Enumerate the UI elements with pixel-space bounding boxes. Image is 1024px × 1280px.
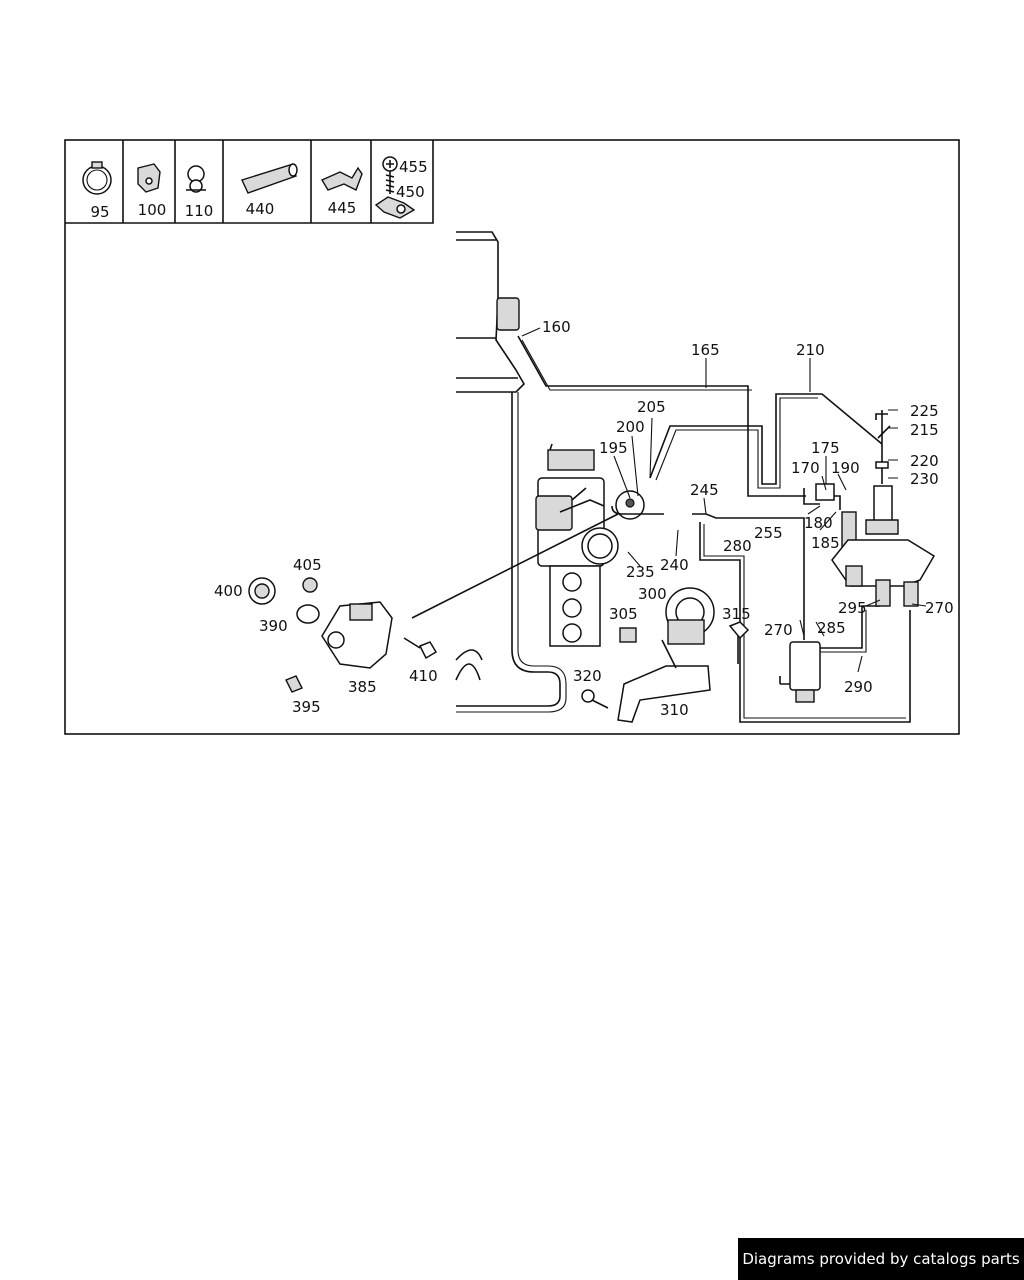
engine-block-outline (455, 649, 483, 681)
callout-280: 280 (723, 537, 752, 555)
callout-290: 290 (844, 678, 873, 696)
callout-180: 180 (804, 514, 833, 532)
clip-icon (186, 165, 206, 193)
callout-315: 315 (722, 605, 751, 623)
hose-clamp-icon (82, 161, 112, 195)
legend-label-110: 110 (185, 202, 214, 220)
vacuum-switch-valve (779, 641, 821, 703)
vacuum-control-unit (815, 413, 936, 607)
callout-165: 165 (691, 341, 720, 359)
diagram-frame (64, 139, 960, 735)
clip-395 (285, 675, 303, 693)
callout-405: 405 (293, 556, 322, 574)
callout-230: 230 (910, 470, 939, 488)
callout-255: 255 (754, 524, 783, 542)
callout-245: 245 (690, 481, 719, 499)
callout-190: 190 (831, 459, 860, 477)
sleeve-icon (241, 163, 298, 194)
callout-leaders (521, 327, 927, 673)
screw-icon (382, 156, 398, 194)
callout-195: 195 (599, 439, 628, 457)
callout-200: 200 (616, 418, 645, 436)
legend-label-440: 440 (246, 200, 275, 218)
callout-395: 395 (292, 698, 321, 716)
bracket-icon (137, 163, 161, 193)
legend-label-100: 100 (138, 201, 167, 219)
callout-270-right: 270 (925, 599, 954, 617)
callout-305: 305 (609, 605, 638, 623)
callout-320: 320 (573, 667, 602, 685)
small-parts-legend: 95 100 110 440 445 455 450 (65, 140, 434, 224)
callout-310: 310 (660, 701, 689, 719)
callout-410: 410 (409, 667, 438, 685)
callout-400: 400 (214, 582, 243, 600)
legend-label-455: 455 (399, 158, 428, 176)
callout-220: 220 (910, 452, 939, 470)
callout-235: 235 (626, 563, 655, 581)
callout-385: 385 (348, 678, 377, 696)
ring-390 (296, 604, 320, 624)
callout-160: 160 (542, 318, 571, 336)
vacuum-lines (517, 335, 911, 723)
legend-label-450: 450 (396, 183, 425, 201)
callout-215: 215 (910, 421, 939, 439)
callout-175: 175 (811, 439, 840, 457)
callout-170: 170 (791, 459, 820, 477)
seal-405 (302, 577, 318, 593)
callout-295: 295 (838, 599, 867, 617)
cap-400 (248, 577, 276, 605)
connector-305 (619, 627, 637, 643)
fuel-return-line (456, 392, 561, 707)
retainer-clip-icon (374, 196, 416, 219)
injection-pump (535, 443, 645, 647)
air-filter-housing (456, 231, 525, 393)
footer-text: Diagrams provided by catalogs parts (742, 1250, 1020, 1268)
callout-labels: 160 165 210 205 200 195 225 215 175 170 … (214, 318, 954, 719)
holder-icon (320, 166, 363, 191)
callout-185: 185 (811, 534, 840, 552)
callout-270-left: 270 (764, 621, 793, 639)
callout-300: 300 (638, 585, 667, 603)
callout-390: 390 (259, 617, 288, 635)
attribution-footer: Diagrams provided by catalogs parts (738, 1238, 1024, 1280)
bolt-315 (728, 621, 750, 664)
legend-label-95: 95 (90, 203, 109, 221)
callout-240: 240 (660, 556, 689, 574)
screw-320 (581, 689, 609, 709)
callout-285: 285 (817, 619, 846, 637)
bolt-410 (403, 637, 438, 660)
callout-210: 210 (796, 341, 825, 359)
legend-label-445: 445 (328, 199, 357, 217)
actuator-385 (321, 513, 619, 669)
callout-205: 205 (637, 398, 666, 416)
vacuum-unit-with-bracket (617, 587, 715, 723)
callout-225: 225 (910, 402, 939, 420)
